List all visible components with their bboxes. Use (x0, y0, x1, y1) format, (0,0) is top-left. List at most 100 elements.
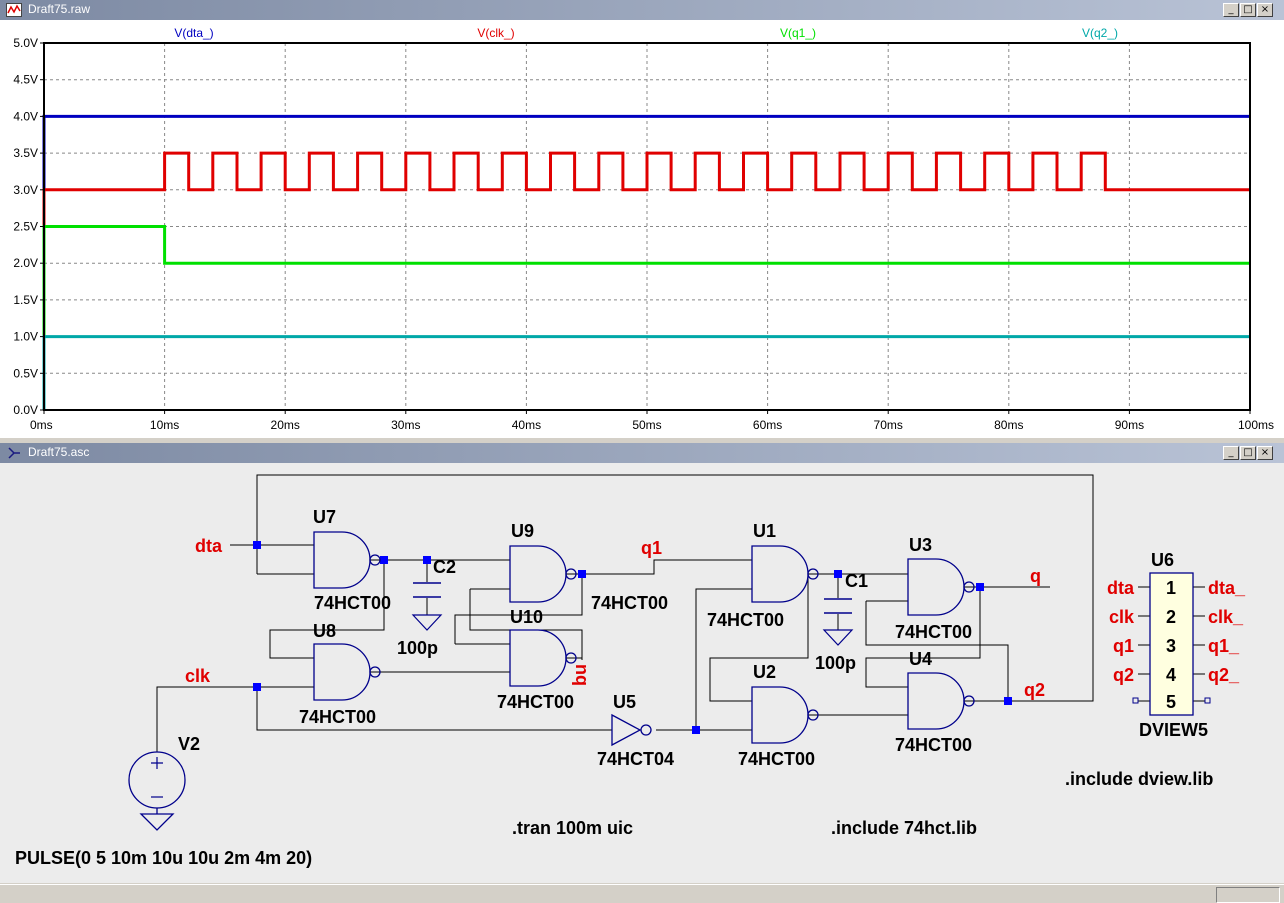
restore-button[interactable]: □ (1240, 446, 1256, 460)
x-tick-label: 40ms (512, 418, 541, 432)
legend-entry[interactable]: V(q2_) (1082, 26, 1118, 40)
waveform-plot[interactable]: 0.0V0.5V1.0V1.5V2.0V2.5V3.0V3.5V4.0V4.5V… (0, 20, 1284, 438)
u6-out-label-clk: clk_ (1208, 607, 1244, 627)
u6-in-label-clk: clk (1109, 607, 1135, 627)
part-u7: 74HCT00 (314, 593, 391, 613)
minimize-button[interactable]: _ (1223, 446, 1239, 460)
gate-u2[interactable] (751, 686, 819, 744)
x-tick-label: 100ms (1238, 418, 1274, 432)
gate-u7[interactable] (313, 531, 381, 589)
junction-dot (253, 541, 261, 549)
restore-button[interactable]: □ (1240, 3, 1256, 17)
net-label-q1[interactable]: q1 (641, 538, 662, 558)
ref-c1: C1 (845, 571, 868, 591)
y-tick-label: 3.0V (13, 183, 38, 197)
u6-in-label-q2: q2 (1113, 665, 1134, 685)
ref-v2: V2 (178, 734, 200, 754)
inverter-u5[interactable] (611, 713, 652, 747)
capacitor-c2[interactable] (411, 582, 443, 631)
x-tick-label: 30ms (391, 418, 420, 432)
value-v2: PULSE(0 5 10m 10u 10u 2m 4m 20) (15, 848, 312, 868)
x-tick-label: 80ms (994, 418, 1023, 432)
part-u2: 74HCT00 (738, 749, 815, 769)
ref-u2: U2 (753, 662, 776, 682)
waveform-window-icon (6, 3, 22, 17)
directive-include-hct[interactable]: .include 74hct.lib (831, 818, 977, 838)
value-c1: 100p (815, 653, 856, 673)
x-tick-label: 60ms (753, 418, 782, 432)
waveform-window-title: Draft75.raw (28, 2, 91, 16)
ref-u5: U5 (613, 692, 636, 712)
legend-entry[interactable]: V(dta_) (174, 26, 213, 40)
ref-u10: U10 (510, 607, 543, 627)
ref-u1: U1 (753, 521, 776, 541)
close-button[interactable]: × (1257, 3, 1273, 17)
net-label-clk[interactable]: clk (185, 666, 211, 686)
junction-dot (834, 570, 842, 578)
gate-u3[interactable] (907, 558, 975, 616)
part-u10: 74HCT00 (497, 692, 574, 712)
status-cell (1216, 887, 1280, 903)
waveform-titlebar[interactable]: Draft75.raw _ □ × (0, 0, 1284, 20)
u6-pin-2: 2 (1166, 607, 1176, 627)
status-bar (0, 884, 1284, 903)
schematic-window-title: Draft75.asc (28, 445, 90, 459)
legend-entry[interactable]: V(clk_) (477, 26, 514, 40)
junction-dot (253, 683, 261, 691)
part-u6: DVIEW5 (1139, 720, 1208, 740)
u6-pin-3: 3 (1166, 636, 1176, 656)
legend-entry[interactable]: V(q1_) (780, 26, 816, 40)
part-u5: 74HCT04 (597, 749, 674, 769)
gate-u9[interactable] (509, 545, 577, 603)
net-label-nq[interactable]: nq (572, 664, 592, 686)
gate-u8[interactable] (313, 643, 381, 701)
x-tick-label: 20ms (271, 418, 300, 432)
u6-out-label-q1: q1_ (1208, 636, 1240, 656)
ref-u6: U6 (1151, 550, 1174, 570)
ref-u7: U7 (313, 507, 336, 527)
u6-out-label-dta: dta_ (1208, 578, 1246, 598)
gate-u10[interactable] (509, 629, 577, 687)
y-tick-label: 0.0V (13, 403, 38, 417)
minimize-button[interactable]: _ (1223, 3, 1239, 17)
directive-include-dview[interactable]: .include dview.lib (1065, 769, 1213, 789)
schematic-canvas[interactable]: U7 74HCT00 U8 74HCT00 U9 74HCT00 U10 74H… (0, 463, 1284, 883)
gate-u4[interactable] (907, 672, 975, 730)
schematic-window: Draft75.asc _ □ × (0, 443, 1284, 883)
part-u4: 74HCT00 (895, 735, 972, 755)
dview-u6[interactable] (1132, 572, 1211, 716)
value-c2: 100p (397, 638, 438, 658)
net-label-q[interactable]: q (1030, 566, 1041, 586)
part-u1: 74HCT00 (707, 610, 784, 630)
schematic-window-icon (8, 447, 20, 459)
voltage-source-v2[interactable] (128, 751, 186, 831)
capacitor-c1[interactable] (822, 598, 854, 646)
x-tick-label: 10ms (150, 418, 179, 432)
u6-pin-5: 5 (1166, 692, 1176, 712)
trace-vclk[interactable] (42, 151, 1250, 410)
schematic-titlebar[interactable]: Draft75.asc _ □ × (0, 443, 1284, 463)
part-u3: 74HCT00 (895, 622, 972, 642)
x-tick-label: 70ms (874, 418, 903, 432)
part-u8: 74HCT00 (299, 707, 376, 727)
junction-dot (423, 556, 431, 564)
wire-feedback-q2 (256, 474, 1094, 702)
junction-dot (1004, 697, 1012, 705)
net-label-dta[interactable]: dta (195, 536, 223, 556)
plot-frame (43, 42, 1251, 411)
junction-dot (578, 570, 586, 578)
u6-in-label-q1: q1 (1113, 636, 1134, 656)
ref-u4: U4 (909, 649, 932, 669)
net-label-q2[interactable]: q2 (1024, 680, 1045, 700)
directive-tran[interactable]: .tran 100m uic (512, 818, 633, 838)
x-tick-label: 90ms (1115, 418, 1144, 432)
u6-pin-4: 4 (1166, 665, 1176, 685)
junction-dot (380, 556, 388, 564)
u6-pin-1: 1 (1166, 578, 1176, 598)
close-button[interactable]: × (1257, 446, 1273, 460)
ref-u3: U3 (909, 535, 932, 555)
y-tick-label: 5.0V (13, 36, 38, 50)
junction-dot (692, 726, 700, 734)
ref-u8: U8 (313, 621, 336, 641)
